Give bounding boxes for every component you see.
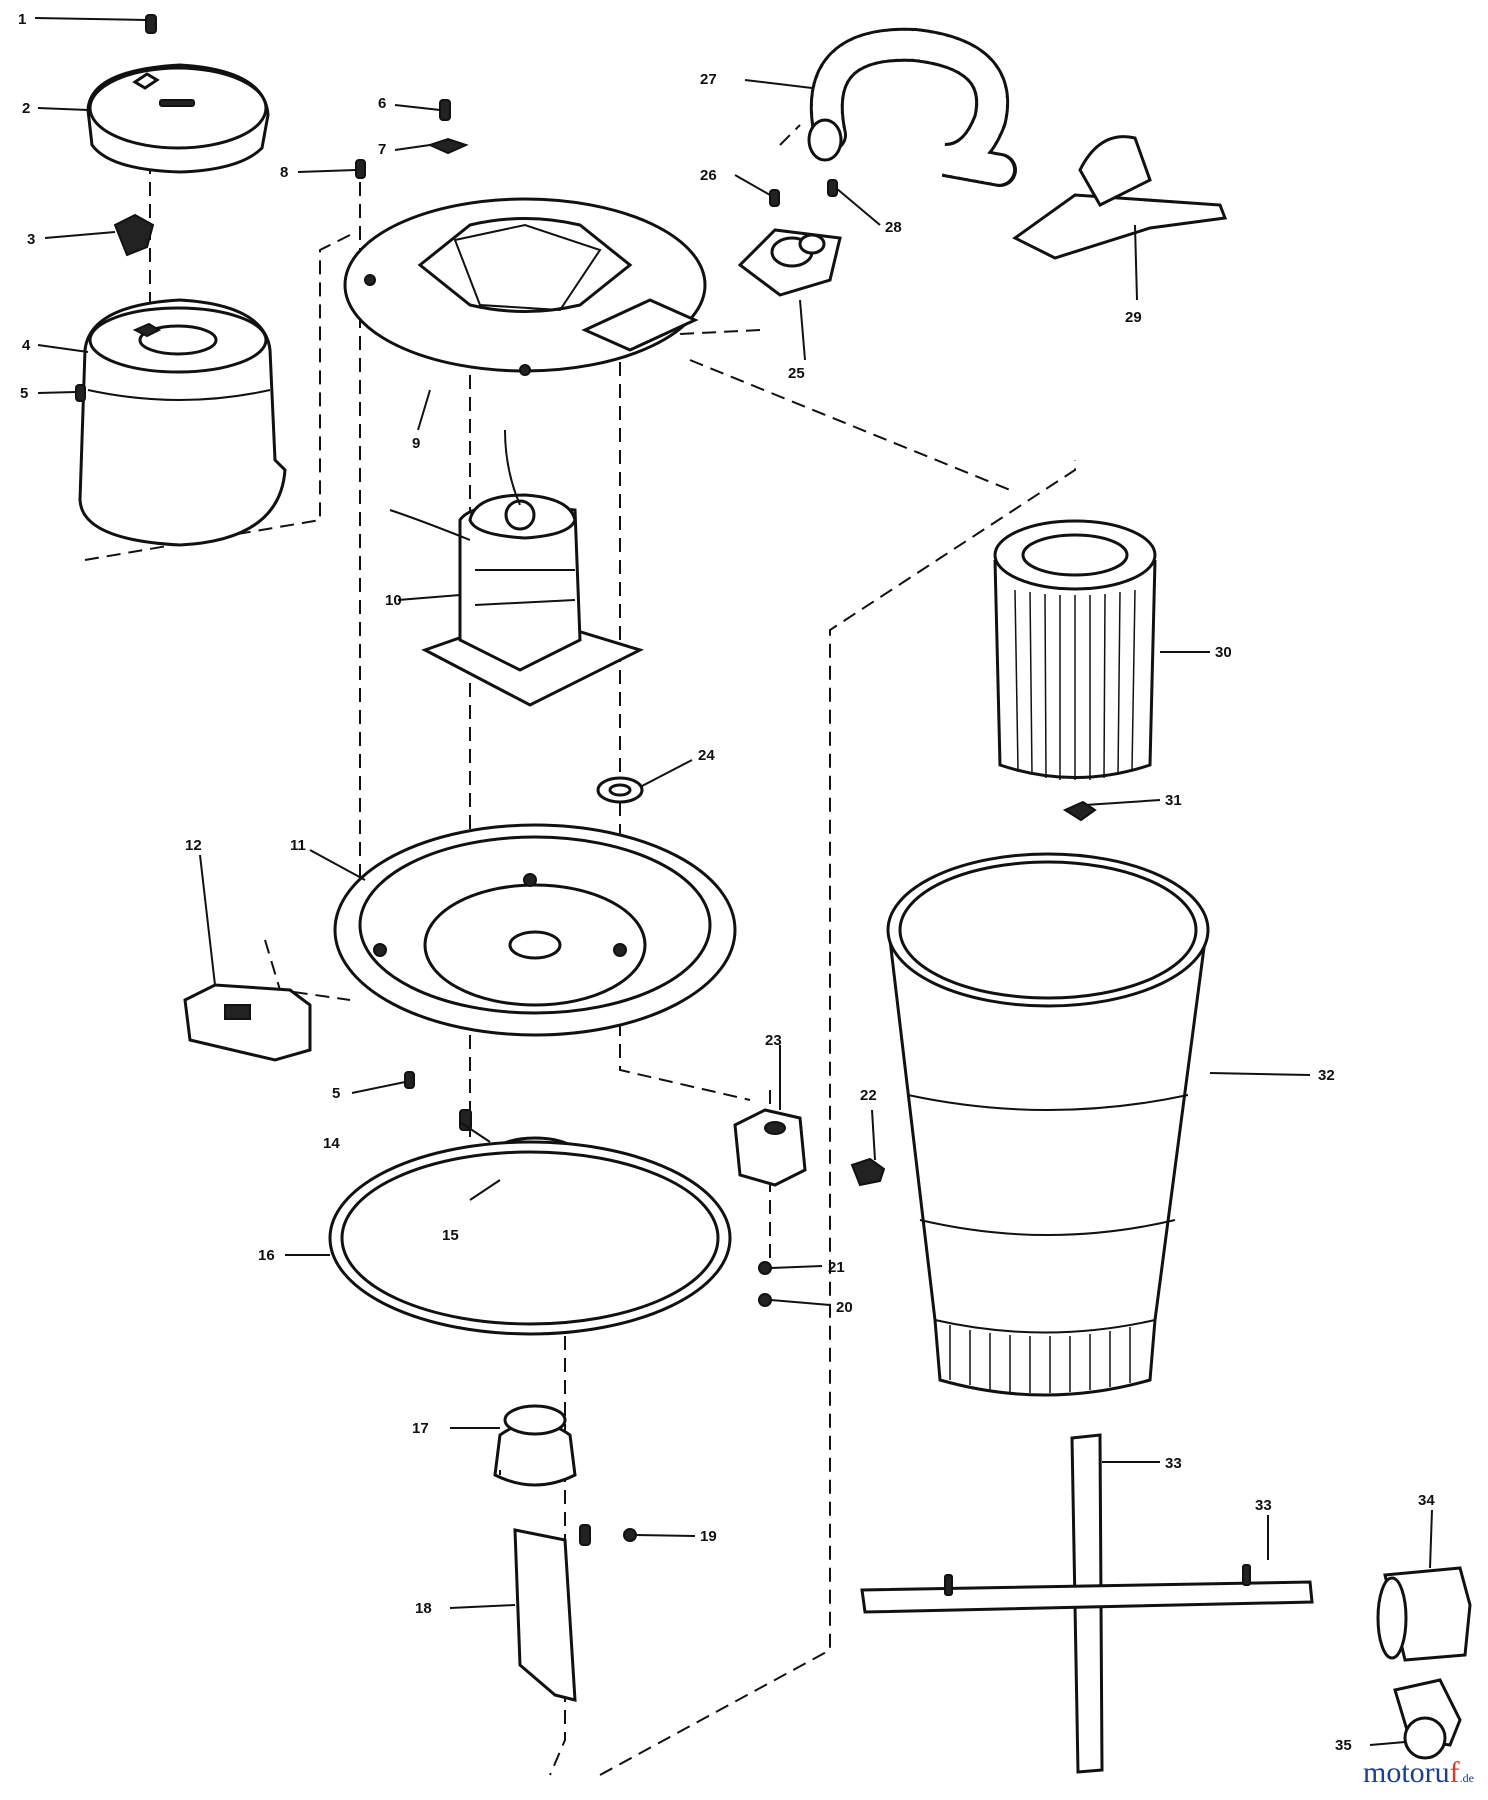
part-5-screw-cover xyxy=(75,384,86,402)
part-19-screw xyxy=(623,1528,637,1542)
callout-2: 2 xyxy=(22,100,30,117)
part-16-rim-ring xyxy=(328,1140,732,1336)
leader-lines xyxy=(34,17,1433,1746)
part-30-filter xyxy=(993,519,1157,780)
part-7-clip xyxy=(427,137,469,155)
callout-16: 16 xyxy=(258,1247,275,1264)
part-27-hose xyxy=(807,27,1017,187)
callout-24: 24 xyxy=(698,747,715,764)
part-2-cap xyxy=(86,63,270,174)
callout-31: 31 xyxy=(1165,792,1182,809)
tank-base-ribs xyxy=(949,1325,1131,1393)
part-31-nut xyxy=(1062,800,1097,822)
part-3-clip xyxy=(113,213,155,257)
callout-17: 17 xyxy=(412,1420,429,1437)
callout-6: 6 xyxy=(378,95,386,112)
callout-7: 7 xyxy=(378,141,386,158)
watermark-accent: f xyxy=(1449,1756,1460,1789)
callout-22: 22 xyxy=(860,1087,877,1104)
part-10-motor xyxy=(389,429,645,707)
part-24-gasket xyxy=(596,776,644,804)
part-6-screw xyxy=(439,99,451,121)
part-9-top-plate xyxy=(343,197,707,376)
callout-20: 20 xyxy=(836,1299,853,1316)
callout-3: 3 xyxy=(27,231,35,248)
part-26-screw xyxy=(769,189,780,207)
callout-32: 32 xyxy=(1318,1067,1335,1084)
part-29-nozzle xyxy=(1012,135,1228,260)
part-21-washer xyxy=(758,1261,772,1275)
part-1-screw xyxy=(145,14,157,34)
callout-9: 9 xyxy=(412,435,420,452)
part-25-inlet xyxy=(737,228,842,297)
callout-1: 1 xyxy=(18,11,26,28)
part-23-latch xyxy=(733,1108,807,1187)
part-8-screw xyxy=(355,159,366,179)
callout-10: 10 xyxy=(385,592,402,609)
callout-21: 21 xyxy=(828,1259,845,1276)
callout-33-arm: 33 xyxy=(1255,1497,1272,1514)
callout-5-lower: 5 xyxy=(332,1085,340,1102)
callout-14: 14 xyxy=(323,1135,340,1152)
part-14-screw xyxy=(459,1109,472,1131)
callout-30: 30 xyxy=(1215,644,1232,661)
part-11-lid xyxy=(333,823,737,1037)
callout-26: 26 xyxy=(700,167,717,184)
callout-25: 25 xyxy=(788,365,805,382)
callout-4: 4 xyxy=(22,337,31,354)
filter-pleats xyxy=(1014,589,1136,780)
part-35-caster xyxy=(1393,1678,1462,1760)
callout-33-upright: 33 xyxy=(1165,1455,1182,1472)
callout-34: 34 xyxy=(1418,1492,1435,1509)
part-5-screw-lower xyxy=(404,1071,415,1089)
watermark-logo: motoruf.de xyxy=(1363,1756,1474,1790)
callout-19: 19 xyxy=(700,1528,717,1545)
part-18-float-cage xyxy=(513,1524,591,1702)
part-32-tank xyxy=(886,852,1210,1397)
watermark-suffix: .de xyxy=(1459,1771,1474,1785)
callout-15: 15 xyxy=(442,1227,459,1244)
callout-18: 18 xyxy=(415,1600,432,1617)
callout-27: 27 xyxy=(700,71,717,88)
part-22-nut xyxy=(850,1157,886,1187)
part-12-switch xyxy=(183,983,312,1062)
callout-29: 29 xyxy=(1125,309,1142,326)
part-20-washer xyxy=(758,1293,772,1307)
part-28-screw xyxy=(827,179,838,197)
part-34-caster-sleeve xyxy=(1376,1566,1472,1662)
watermark-main: motoru xyxy=(1363,1756,1450,1789)
part-33-cross-base xyxy=(860,1433,1314,1774)
callout-28: 28 xyxy=(885,219,902,236)
callout-35: 35 xyxy=(1335,1737,1352,1754)
callout-numbers: 1 2 3 4 5 6 7 8 9 10 11 12 5 14 15 16 17… xyxy=(18,11,1435,1754)
callout-8: 8 xyxy=(280,164,288,181)
part-17-float xyxy=(493,1404,577,1487)
callout-5: 5 xyxy=(20,385,28,402)
callout-12: 12 xyxy=(185,837,202,854)
callout-11: 11 xyxy=(290,837,306,854)
part-4-motor-cover xyxy=(78,298,287,547)
callout-23: 23 xyxy=(765,1032,782,1049)
